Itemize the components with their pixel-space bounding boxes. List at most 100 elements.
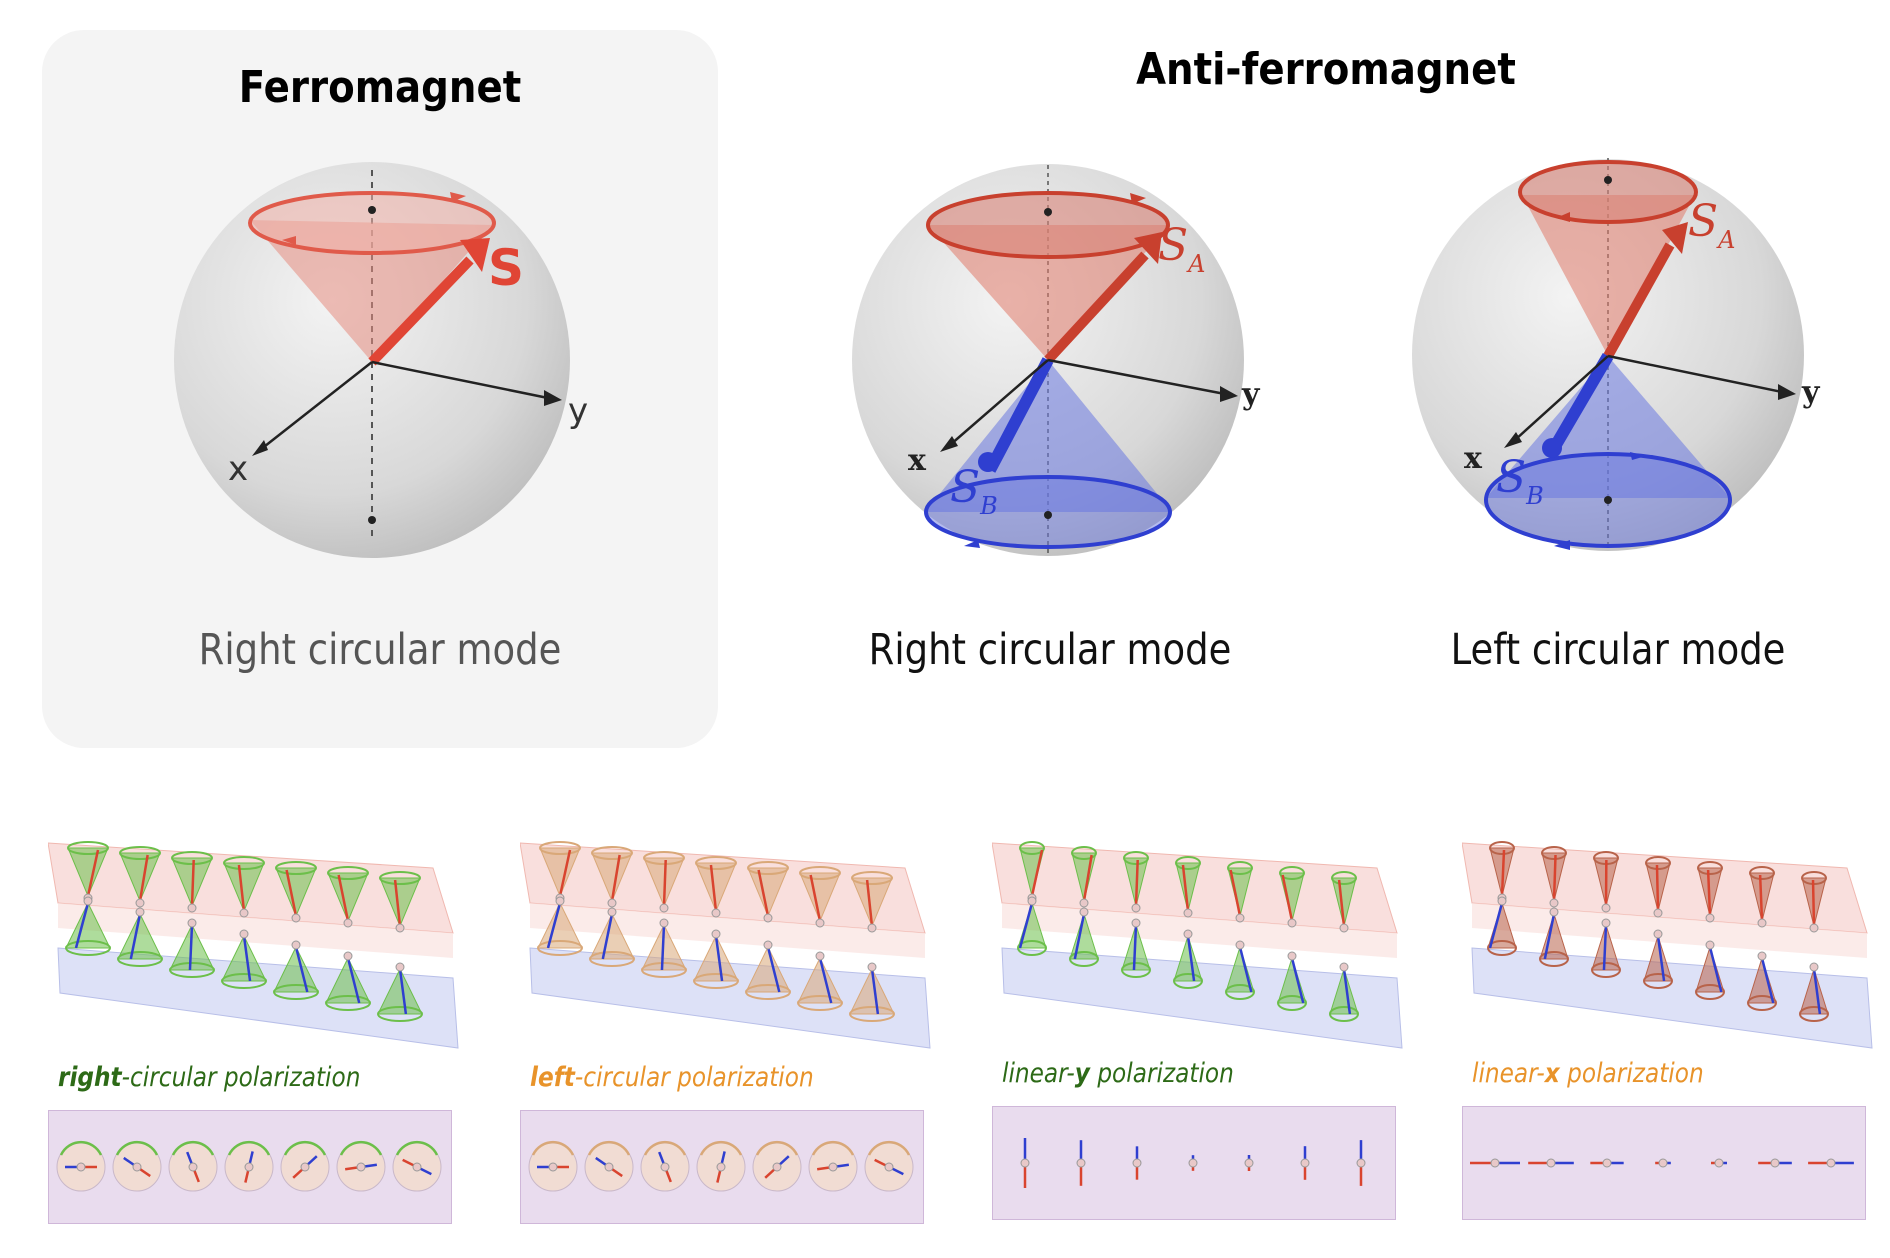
top-view-site xyxy=(392,1140,442,1192)
spin-chain-diagram xyxy=(992,841,1403,1049)
top-view-site xyxy=(168,1140,218,1192)
top-view-site xyxy=(1020,1138,1030,1188)
afm-left-mode-label: Left circular mode xyxy=(1450,625,1786,675)
top-view-site xyxy=(280,1140,330,1192)
spin-s-arrow xyxy=(368,256,474,366)
ferromagnet-mode-label: Right circular mode xyxy=(198,625,562,675)
top-view-site xyxy=(1528,1158,1574,1168)
top-view-site xyxy=(864,1140,914,1192)
top-view-site xyxy=(1590,1158,1624,1168)
spin-site xyxy=(1747,866,1777,1011)
polarization-keyword: x xyxy=(1544,1058,1560,1089)
ferromagnet-title: Ferromagnet xyxy=(238,62,522,113)
spin-site xyxy=(641,851,687,978)
spin-site xyxy=(1017,841,1047,956)
polarization-suffix: -circular polarization xyxy=(574,1062,814,1093)
spin-site xyxy=(693,856,739,989)
polarization-label: left-circular polarization xyxy=(530,1062,814,1093)
polarization-suffix: polarization xyxy=(1559,1058,1704,1089)
top-view-site xyxy=(1356,1140,1366,1186)
spin-site xyxy=(1487,841,1517,956)
afm-left-sphere-diagram: SA SB x y xyxy=(1412,158,1821,551)
spin-a-cone xyxy=(1522,195,1695,356)
spin-site xyxy=(377,871,423,1022)
spin-site xyxy=(1069,846,1099,967)
spin-site xyxy=(1799,871,1829,1022)
spin-site xyxy=(117,846,163,967)
spin-site xyxy=(169,851,215,978)
top-view-site xyxy=(56,1140,106,1192)
top-view-site xyxy=(1188,1155,1198,1171)
top-view-site xyxy=(752,1140,802,1192)
top-view-site xyxy=(1758,1158,1792,1168)
spin-chain-diagram xyxy=(520,841,931,1049)
top-view-panel xyxy=(520,1110,924,1224)
axis-y-label: y xyxy=(1241,377,1261,412)
top-view-site xyxy=(224,1140,274,1192)
top-view-panel xyxy=(1462,1106,1866,1220)
top-view-site xyxy=(1655,1158,1671,1168)
polarization-keyword: right xyxy=(58,1062,122,1093)
top-view-site xyxy=(1300,1146,1310,1180)
spin-a-label: SA xyxy=(1158,220,1206,278)
polarization-keyword: y xyxy=(1074,1058,1090,1089)
top-view-site xyxy=(696,1140,746,1192)
spin-site xyxy=(1695,861,1725,1000)
axis-x-label: x xyxy=(228,449,248,489)
spin-site xyxy=(1539,846,1569,967)
spin-chain-diagram xyxy=(48,841,459,1049)
spin-a-label: SA xyxy=(1688,196,1736,254)
spin-b-label: SB xyxy=(950,462,998,520)
top-view-diagram xyxy=(1020,1138,1366,1188)
afm-right-sphere-diagram: SA SB x y xyxy=(852,164,1261,556)
polarization-label: linear-y polarization xyxy=(1002,1058,1234,1089)
spin-site xyxy=(221,856,267,989)
top-view-site xyxy=(1132,1146,1142,1180)
top-view-site xyxy=(1244,1155,1254,1171)
spin-site xyxy=(589,846,635,967)
spin-site xyxy=(537,841,583,956)
top-view-diagram xyxy=(56,1140,442,1192)
polarization-label: linear-x polarization xyxy=(1472,1058,1704,1089)
polarization-prefix: linear- xyxy=(1002,1058,1075,1089)
top-view-site xyxy=(1076,1140,1086,1186)
top-view-diagram xyxy=(528,1140,914,1192)
precession-orbit xyxy=(248,191,496,255)
ferromagnet-sphere-diagram: S x y xyxy=(174,162,588,558)
spin-site xyxy=(65,841,111,956)
spin-site xyxy=(745,861,791,1000)
top-view-site xyxy=(640,1140,690,1192)
polarization-suffix: -circular polarization xyxy=(121,1062,361,1093)
top-view-site xyxy=(112,1140,162,1192)
antiferromagnet-title: Anti-ferromagnet xyxy=(1136,44,1516,95)
top-view-site xyxy=(336,1140,386,1192)
polarization-keyword: left xyxy=(530,1062,575,1093)
precession-cone xyxy=(250,220,492,362)
top-view-site xyxy=(584,1140,634,1192)
spin-site xyxy=(1329,871,1359,1022)
spin-chain-diagram xyxy=(1462,841,1873,1049)
spin-site xyxy=(1277,866,1307,1011)
top-view-panel xyxy=(992,1106,1396,1220)
spin-site xyxy=(273,861,319,1000)
top-view-diagram xyxy=(1470,1158,1854,1168)
polarization-suffix: polarization xyxy=(1089,1058,1234,1089)
spin-a-cone xyxy=(928,225,1170,360)
axis-x-label: x xyxy=(908,443,927,478)
spin-site xyxy=(1121,851,1151,978)
top-view-site xyxy=(808,1140,858,1192)
top-view-site xyxy=(528,1140,578,1192)
spin-site xyxy=(797,866,843,1011)
top-view-site xyxy=(1470,1158,1520,1168)
top-view-panel xyxy=(48,1110,452,1224)
axis-x-label: x xyxy=(1464,441,1483,476)
spin-site xyxy=(1173,856,1203,989)
afm-right-mode-label: Right circular mode xyxy=(868,625,1232,675)
top-view-site xyxy=(1808,1158,1854,1168)
axis-y-label: y xyxy=(568,391,588,431)
axis-y-label: y xyxy=(1801,375,1821,410)
spin-b-cone xyxy=(925,360,1172,512)
spin-site xyxy=(849,871,895,1022)
spin-s-label: S xyxy=(488,239,524,297)
spin-site xyxy=(325,866,371,1011)
